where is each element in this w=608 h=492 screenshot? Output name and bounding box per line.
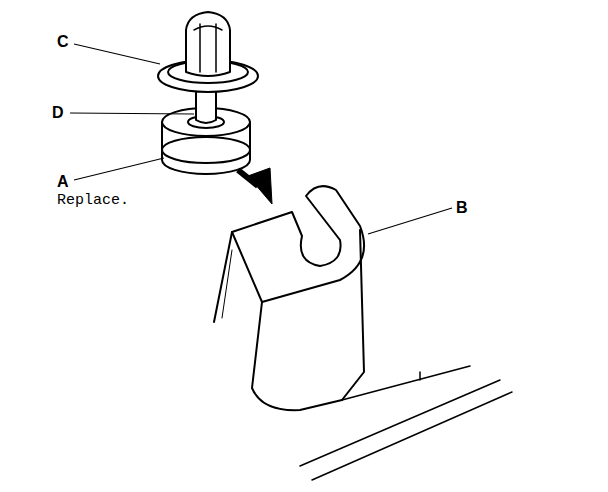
bracket-edge bbox=[342, 230, 364, 400]
grommet-groove bbox=[162, 137, 250, 163]
leader-line bbox=[74, 158, 164, 180]
leader-line bbox=[70, 113, 194, 114]
callout-letter: D bbox=[52, 104, 64, 122]
base-rail bbox=[300, 366, 512, 480]
clip-head bbox=[186, 12, 230, 76]
clip-slits bbox=[194, 24, 222, 72]
note-text: Replace. bbox=[57, 192, 129, 209]
callout-letter: C bbox=[57, 33, 69, 51]
bracket-edge bbox=[252, 302, 342, 410]
arrow-head bbox=[248, 168, 272, 204]
bracket-top bbox=[232, 186, 364, 302]
bracket-edge bbox=[222, 250, 232, 318]
callout-letter: B bbox=[456, 199, 468, 217]
leader-line bbox=[74, 44, 160, 64]
leader-line bbox=[368, 208, 452, 234]
callout-letter: A bbox=[57, 173, 69, 191]
bracket-edge bbox=[214, 232, 232, 322]
